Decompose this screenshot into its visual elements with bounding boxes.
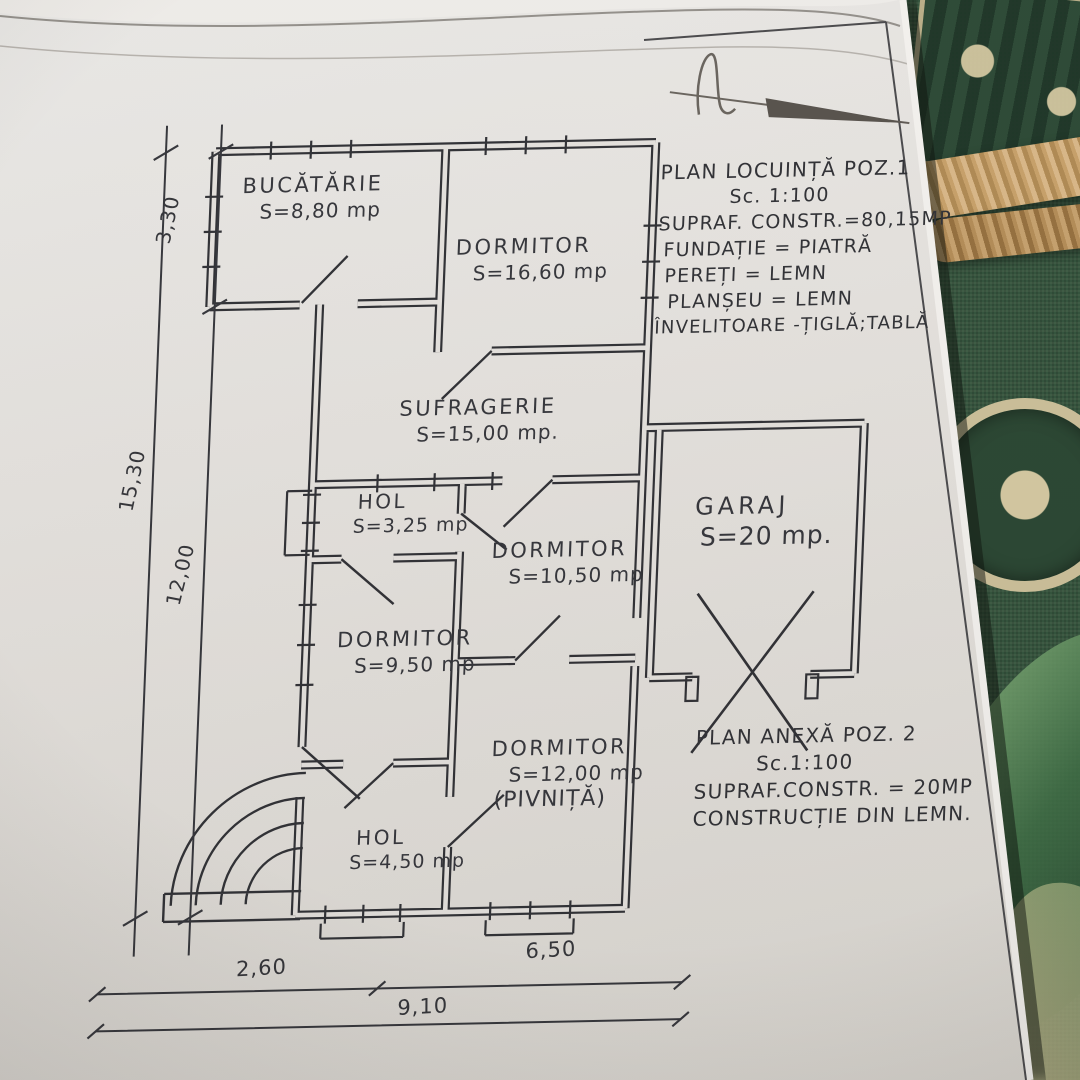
paper-edge-highlight <box>899 0 1034 1080</box>
room-area: S=3,25 mp <box>352 513 470 538</box>
room-label-dormitor-pivnita: DORMITOR S=12,00 mp (PIVNIȚĂ) <box>489 734 645 813</box>
sheet-border-line <box>643 21 1027 1080</box>
room-label-dormitor-2: DORMITOR S=10,50 mp <box>490 536 645 589</box>
room-label-hol-1: HOL S=3,25 mp <box>352 487 470 538</box>
room-area: S=16,60 mp <box>472 258 609 286</box>
room-name: BUCĂTĂRIE <box>242 171 384 199</box>
room-label-hol-2: HOL S=4,50 mp <box>349 824 467 874</box>
title-line: PLAN LOCUINȚĂ POZ.1 <box>660 155 912 185</box>
door-leaves <box>300 255 561 848</box>
room-area: S=9,50 mp <box>353 651 477 678</box>
room-name: DORMITOR <box>491 734 628 762</box>
room-label-dormitor-3: DORMITOR S=9,50 mp <box>336 625 478 678</box>
title-block-annex: PLAN ANEXĂ POZ. 2 Sc.1:100 SUPRAF.CONSTR… <box>692 719 976 833</box>
garage-door-posts <box>684 673 820 703</box>
room-name: DORMITOR <box>336 625 474 653</box>
room-name: DORMITOR <box>491 536 628 564</box>
room-label-bucatarie: BUCĂTĂRIE S=8,80 mp <box>241 171 384 224</box>
dim-bottom-left: 2,60 <box>236 954 287 982</box>
window-symbols <box>202 135 662 940</box>
page-curl-highlight <box>0 0 898 23</box>
room-area: S=12,00 mp <box>508 759 645 787</box>
page-curl-edge <box>0 8 901 28</box>
walls-inner <box>207 140 867 918</box>
room-area: S=4,50 mp <box>348 849 466 875</box>
room-name: SUFRAGERIE <box>398 393 557 421</box>
title-block-house: PLAN LOCUINȚĂ POZ.1 Sc. 1:100 SUPRAF. CO… <box>654 153 961 341</box>
north-arrow-icon <box>669 53 910 125</box>
dimension-ticks <box>86 143 692 1040</box>
curved-steps <box>161 771 306 924</box>
room-note: (PIVNIȚĂ) <box>493 785 607 814</box>
room-area: S=10,50 mp <box>508 561 645 589</box>
room-area: S=15,00 mp. <box>415 419 560 447</box>
room-area: S=8,80 mp <box>259 197 382 224</box>
room-label-dormitor-1: DORMITOR S=16,60 mp <box>454 232 609 286</box>
garage-door-x <box>690 590 815 754</box>
page-curl-edge-2 <box>0 45 909 65</box>
dim-bottom-right: 6,50 <box>525 936 577 964</box>
room-label-sufragerie: SUFRAGERIE S=15,00 mp. <box>398 394 561 447</box>
room-name: HOL <box>355 824 407 850</box>
annex-line: PLAN ANEXĂ POZ. 2 <box>695 721 918 750</box>
room-label-garaj: GARAJ S=20 mp. <box>693 490 834 552</box>
dimension-lines <box>95 124 683 1033</box>
room-name: GARAJ <box>694 490 790 521</box>
dim-bottom-total: 9,10 <box>397 993 449 1020</box>
room-name: HOL <box>357 488 408 514</box>
room-name: DORMITOR <box>455 232 592 260</box>
room-area: S=20 mp. <box>699 519 834 552</box>
